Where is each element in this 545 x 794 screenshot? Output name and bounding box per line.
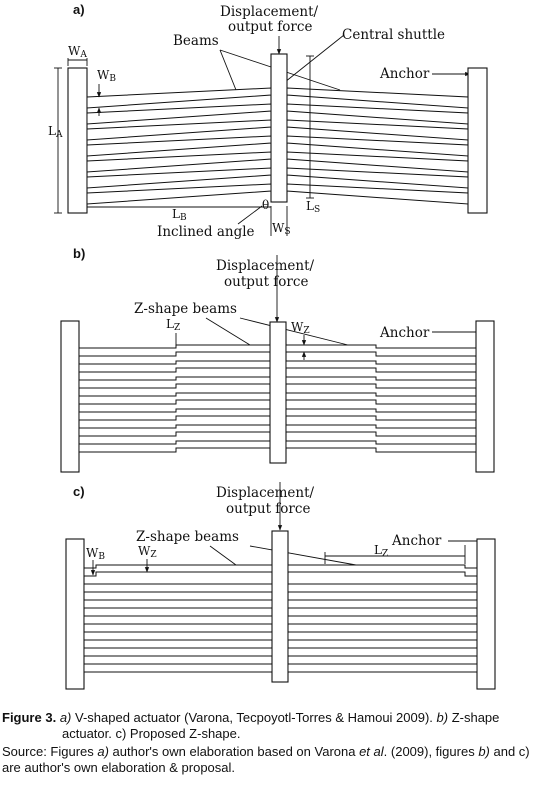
panel-a-left-anchor <box>67 67 88 214</box>
panel-a-dim-ls: LS <box>306 199 320 215</box>
panel-a-output-label-2: output force <box>228 19 312 35</box>
figure-caption: Figure 3. a) V-shaped actuator (Varona, … <box>2 710 542 776</box>
panel-a-angle-label: Inclined angle <box>157 224 255 240</box>
panel-c-anchor-label: Anchor <box>391 533 442 549</box>
panel-a-dim-wb: WB <box>97 68 116 84</box>
caption-a-text: V-shaped actuator (Varona, Tecpoyotl-Tor… <box>71 710 437 725</box>
caption-source: Source: Figures a) author's own elaborat… <box>2 744 542 776</box>
panel-a-right-anchor <box>467 67 488 214</box>
panel-c-beams-label: Z-shape beams <box>136 529 239 545</box>
panel-b-anchor-label: Anchor <box>379 325 430 341</box>
panel-a-central-shuttle <box>270 53 288 203</box>
panel-c-right-anchor <box>476 538 496 690</box>
caption-b-letter: b) <box>436 710 449 725</box>
caption-source-etal: et al <box>359 744 384 759</box>
panel-b-output-label-2: output force <box>224 274 308 290</box>
caption-source-b: b) <box>478 744 490 759</box>
panel-a: a) Displacement/ output force Beams Cent… <box>48 2 488 240</box>
panel-b-output-label: Displacement/ <box>216 258 315 274</box>
panel-a-anchor-label: Anchor <box>379 66 430 82</box>
panel-a-dim-ws: WS <box>272 221 291 237</box>
caption-b-text: Z-shape actuator. c) Proposed Z-shape. <box>62 710 500 741</box>
panel-b-dim-lz: LZ <box>166 317 180 333</box>
caption-figure-label: Figure 3. <box>2 710 57 725</box>
caption-source-prefix: Source: Figures <box>2 744 98 759</box>
panel-b-central-shuttle <box>269 321 287 464</box>
panel-a-output-label: Displacement/ <box>220 4 319 20</box>
panel-b-left-anchor <box>60 320 80 473</box>
panel-a-beams-label: Beams <box>173 33 219 49</box>
caption-text: Figure 3. a) V-shaped actuator (Varona, … <box>2 710 542 742</box>
caption-source-mid: author's own elaboration based on Varona <box>108 744 360 759</box>
panel-c-dim-lz: LZ <box>374 543 388 559</box>
panel-a-theta-symbol: θ <box>262 198 269 212</box>
panel-c-output-label-2: output force <box>226 501 310 517</box>
panel-b-dim-wz: WZ <box>291 320 310 336</box>
panel-a-dim-la: LA <box>48 124 63 140</box>
caption-a-letter: a) <box>59 710 72 725</box>
panel-c-dim-wb: WB <box>86 546 105 562</box>
panel-c-z-beams <box>83 564 478 673</box>
panel-c-left-anchor <box>65 538 85 690</box>
actuator-figure: a) Displacement/ output force Beams Cent… <box>48 2 496 690</box>
panel-b-right-anchor <box>475 320 495 473</box>
panel-b-z-beams <box>78 344 477 453</box>
panel-a-beams <box>86 87 469 205</box>
panel-c-central-shuttle <box>271 530 289 683</box>
panel-b-beams-label: Z-shape beams <box>134 301 237 317</box>
caption-source-a: a) <box>97 744 109 759</box>
panel-a-dim-wa: WA <box>68 44 87 60</box>
panel-c-label: c) <box>73 484 85 499</box>
panel-c-dim-wz: WZ <box>138 544 157 560</box>
panel-a-shuttle-label: Central shuttle <box>342 27 445 43</box>
panel-c-output-label: Displacement/ <box>216 485 315 501</box>
panel-b: b) Displacement/ output force Z-shape be… <box>60 246 495 473</box>
panel-c: c) Displacement/ output force Z-shape be… <box>65 482 496 690</box>
panel-b-label: b) <box>73 246 85 261</box>
panel-a-dim-lb: LB <box>172 207 187 223</box>
panel-a-label: a) <box>73 2 85 17</box>
caption-source-rest: . (2009), figures <box>383 744 479 759</box>
caption-source-end: and c) are author's own elaboration & pr… <box>2 744 530 775</box>
